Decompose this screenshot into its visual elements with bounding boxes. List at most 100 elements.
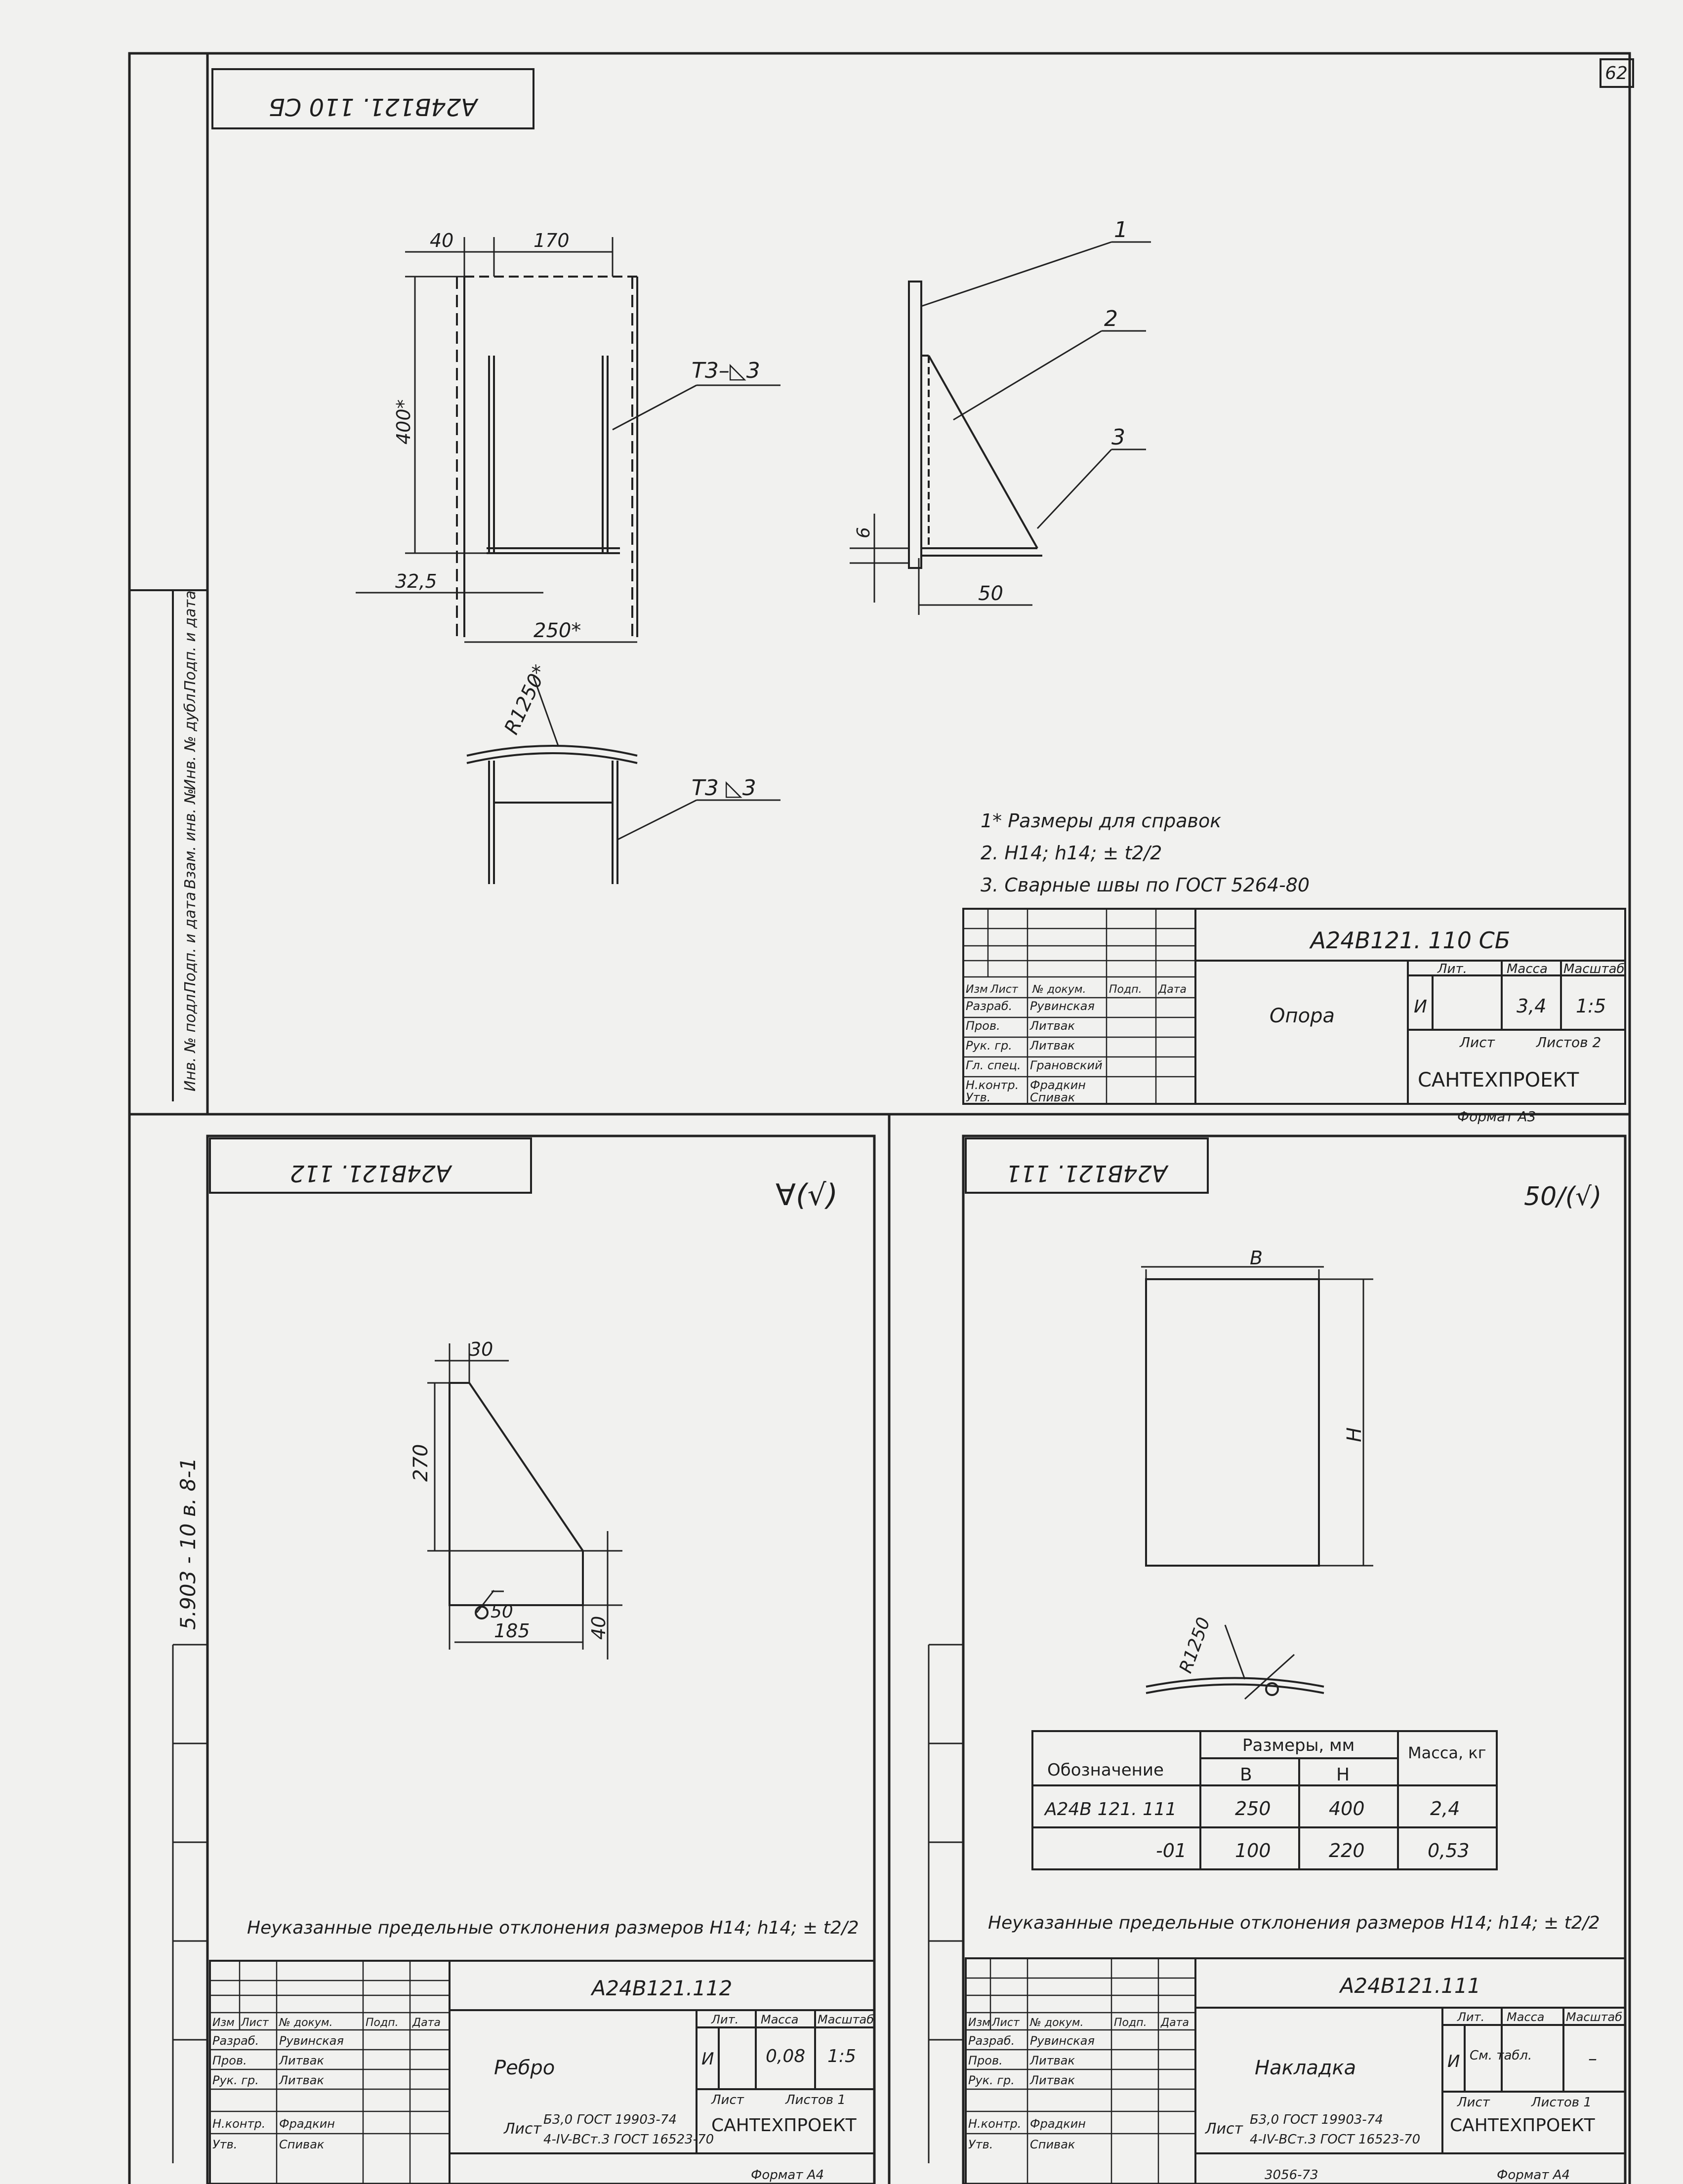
format-label: Формат А4	[751, 2168, 824, 2183]
role: Гл. спец.	[966, 1058, 1021, 1072]
material-label: Лист	[503, 2120, 542, 2138]
side-strip: Инв. № подл. Подп. и дата Взам. инв. № И…	[176, 591, 200, 1630]
tolerance-note: Неуказанные предельные отклонения размер…	[247, 1918, 859, 1938]
format-label: Формат А3	[1457, 1108, 1536, 1125]
col-header: Подп.	[366, 2017, 399, 2029]
scale-label: Масштаб	[818, 2013, 874, 2026]
person: Фрадкин	[1030, 2117, 1086, 2131]
scale-value: –	[1588, 2049, 1597, 2069]
lit-value: И	[701, 2049, 714, 2069]
dim-h: Н	[1343, 1427, 1366, 1442]
series-code: 5.903 - 10 в. 8-1	[176, 1457, 200, 1630]
top-sheet: А24В121. 110 СБ 40	[211, 68, 1626, 1125]
dim-400: 400*	[393, 399, 414, 445]
role: Утв.	[966, 1091, 990, 1104]
title-designation: А24В121.112	[590, 1976, 733, 2000]
scale-value: 1:5	[827, 2046, 856, 2066]
dim-170: 170	[534, 230, 570, 251]
person: Рувинская	[279, 2034, 344, 2048]
dim-30: 30	[469, 1338, 493, 1360]
pad-view	[1141, 1266, 1373, 1700]
note-3: 3. Сварные швы по ГОСТ 5264-80	[981, 874, 1310, 896]
dim-r1250: R1250*	[500, 661, 552, 738]
format-label: Формат А4	[1497, 2168, 1570, 2183]
roughness-mark: 50/(√)	[1524, 1182, 1601, 1212]
top-side-view	[850, 241, 1151, 615]
title-name: Опора	[1270, 1005, 1335, 1027]
role: Рук. гр.	[966, 1039, 1012, 1052]
title-name: Накладка	[1255, 2057, 1356, 2079]
dim-270: 270	[410, 1444, 432, 1482]
weld-mark-1: Т3–◺3	[692, 358, 760, 383]
lit-label: Лит.	[1437, 962, 1467, 976]
person: Грановский	[1030, 1058, 1103, 1072]
top-front-view	[356, 237, 780, 643]
role: Н.контр.	[966, 1078, 1019, 1092]
scale-label: Масштаб	[1566, 2010, 1622, 2024]
role: Пров.	[966, 1019, 1000, 1033]
dim-250: 250*	[534, 619, 581, 642]
role: Пров.	[968, 2054, 1003, 2067]
person: Рувинская	[1030, 2034, 1095, 2048]
right-title-block: А24В121.111 Изм Лист № докум. Подп. Дата…	[965, 1957, 1626, 2184]
role: Разраб.	[968, 2034, 1015, 2048]
role: Утв.	[212, 2138, 237, 2151]
title-name: Ребро	[494, 2057, 555, 2079]
callout-2: 2	[1104, 306, 1118, 331]
left-title-block: А24В121.112 Изм Лист № докум. Подп. Дата…	[209, 1960, 875, 2184]
material-2: 4-IV-ВСт.3 ГОСТ 16523-70	[543, 2132, 714, 2147]
callout-3: 3	[1111, 425, 1125, 450]
lit-value: И	[1414, 997, 1427, 1017]
scale-value: 1:5	[1576, 995, 1606, 1017]
material-1: Б3,0 ГОСТ 19903-74	[543, 2112, 677, 2127]
role: Рук. гр.	[968, 2073, 1015, 2087]
stamp-number: 3056-73	[1265, 2168, 1318, 2183]
person: Фрадкин	[1030, 1078, 1086, 1092]
role: Рук. гр.	[212, 2073, 259, 2087]
table-header-designation: Обозначение	[1047, 1760, 1164, 1780]
weld-mark-2: Т3 ◺3	[692, 775, 756, 801]
mass-label: Масса	[761, 2013, 799, 2026]
side-strip-label: Подп. и дата	[182, 892, 199, 993]
tolerance-note: Неуказанные предельные отклонения размер…	[988, 1913, 1600, 1933]
col-header: Дата	[1158, 983, 1187, 996]
col-header: Лист	[991, 2017, 1020, 2029]
org-name: САНТЕХПРОЕКТ	[1418, 1069, 1579, 1092]
sizes-table: Обозначение Размеры, мм В Н Масса, кг А2…	[1031, 1730, 1498, 1870]
table-cell: 100	[1235, 1840, 1271, 1861]
person: Рувинская	[1030, 999, 1095, 1013]
side-strip-label: Инв. № дубл.	[182, 689, 199, 790]
callout-1: 1	[1114, 217, 1128, 243]
dim-b: В	[1250, 1247, 1263, 1269]
weld-50: 50	[491, 1602, 513, 1622]
col-header: Лист	[990, 983, 1019, 996]
col-header: № докум.	[279, 2017, 332, 2029]
title-designation: А24В121.111	[1339, 1974, 1481, 1998]
role: Утв.	[968, 2138, 993, 2151]
sheet-label: Лист	[711, 2093, 744, 2107]
person: Спивак	[1030, 1091, 1075, 1104]
table-header-mass: Масса, кг	[1408, 1743, 1486, 1762]
col-header: Изм	[968, 2017, 990, 2029]
scale-label: Масштаб	[1563, 962, 1625, 976]
dim-50: 50	[978, 582, 1003, 605]
table-cell: 250	[1235, 1798, 1271, 1820]
right-stamp-code: А24В121. 111	[1006, 1160, 1169, 1187]
dim-6: 6	[854, 527, 874, 538]
person: Литвак	[1029, 1019, 1075, 1033]
sheets-label: Листов 1	[1531, 2095, 1592, 2110]
person: Литвак	[1029, 2073, 1075, 2087]
lit-value: И	[1447, 2052, 1460, 2071]
col-header: Дата	[412, 2017, 441, 2029]
role: Н.контр.	[212, 2117, 265, 2131]
col-header: Изм	[966, 983, 988, 996]
rib-view	[427, 1343, 622, 1659]
role: Разраб.	[212, 2034, 259, 2048]
title-designation: А24В121. 110 СБ	[1309, 927, 1511, 954]
table-header-sizes: Размеры, мм	[1242, 1736, 1355, 1755]
table-header-h: Н	[1336, 1765, 1350, 1785]
person: Литвак	[279, 2073, 324, 2087]
top-plan-view	[466, 676, 780, 884]
mass-label: Масса	[1507, 2010, 1545, 2024]
